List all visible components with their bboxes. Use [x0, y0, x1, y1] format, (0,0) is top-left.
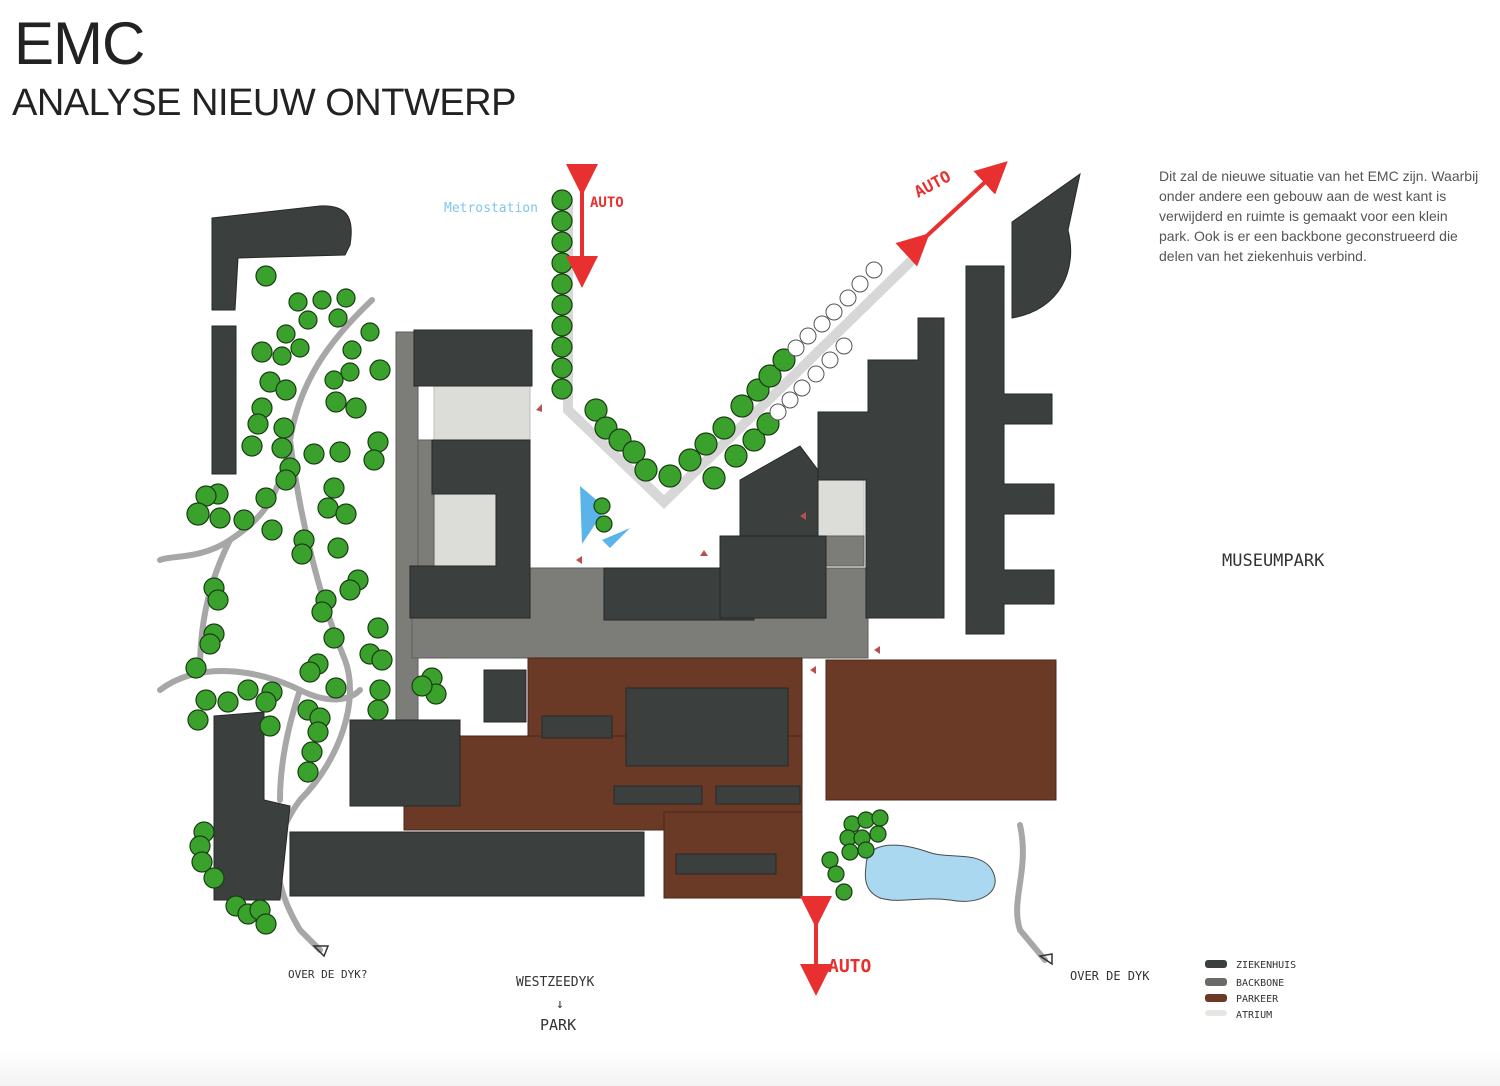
page-title: EMC — [14, 10, 145, 77]
description-text: Dit zal de nieuwe situatie van het EMC z… — [1159, 168, 1479, 264]
legend-label-parkeer: PARKEER — [1236, 994, 1279, 1005]
page-footer-shade — [0, 1050, 1500, 1086]
westzeedyk-label: WESTZEEDYK — [516, 975, 594, 990]
legend-swatch-ziekenhuis — [1205, 960, 1227, 968]
ziekenhuis-buildings — [211, 172, 1081, 901]
auto-label-diagonal: AUTO — [911, 167, 954, 202]
auto-label-top: AUTO — [590, 195, 624, 211]
legend-item-atrium: ATRIUM — [1205, 1010, 1272, 1021]
entrance-markers — [536, 404, 880, 674]
museumpark-label: MUSEUMPARK — [1222, 551, 1325, 571]
pond — [864, 844, 996, 902]
legend-item-backbone: BACKBONE — [1205, 978, 1284, 989]
park-label: PARK — [540, 1016, 576, 1034]
auto-arrows — [566, 161, 1008, 996]
legend-item-ziekenhuis: ZIEKENHUIS — [1205, 960, 1296, 971]
over-de-dyk-left-label: OVER DE DYK? — [288, 968, 367, 981]
legend-label-atrium: ATRIUM — [1236, 1010, 1272, 1021]
atrium-glass — [580, 486, 630, 548]
legend-label-ziekenhuis: ZIEKENHUIS — [1236, 960, 1296, 971]
over-de-dyk-right-label: OVER DE DYK — [1070, 969, 1150, 983]
legend-swatch-atrium — [1205, 1010, 1227, 1016]
path-arrowheads — [312, 945, 1053, 966]
legend-item-parkeer: PARKEER — [1205, 994, 1279, 1005]
down-arrow-glyph: ↓ — [556, 997, 564, 1012]
legend: ZIEKENHUIS BACKBONE PARKEER ATRIUM — [1205, 960, 1296, 1021]
legend-swatch-backbone — [1205, 978, 1227, 986]
page-subtitle: ANALYSE NIEUW ONTWERP — [12, 82, 516, 124]
parkeer-areas — [403, 657, 1057, 899]
auto-label-bottom: AUTO — [828, 956, 872, 977]
tree-canopies — [185, 189, 889, 935]
planned-trees — [769, 261, 883, 421]
metrostation-label: Metrostation — [444, 201, 538, 216]
legend-swatch-parkeer — [1205, 994, 1227, 1002]
legend-label-backbone: BACKBONE — [1236, 978, 1284, 989]
